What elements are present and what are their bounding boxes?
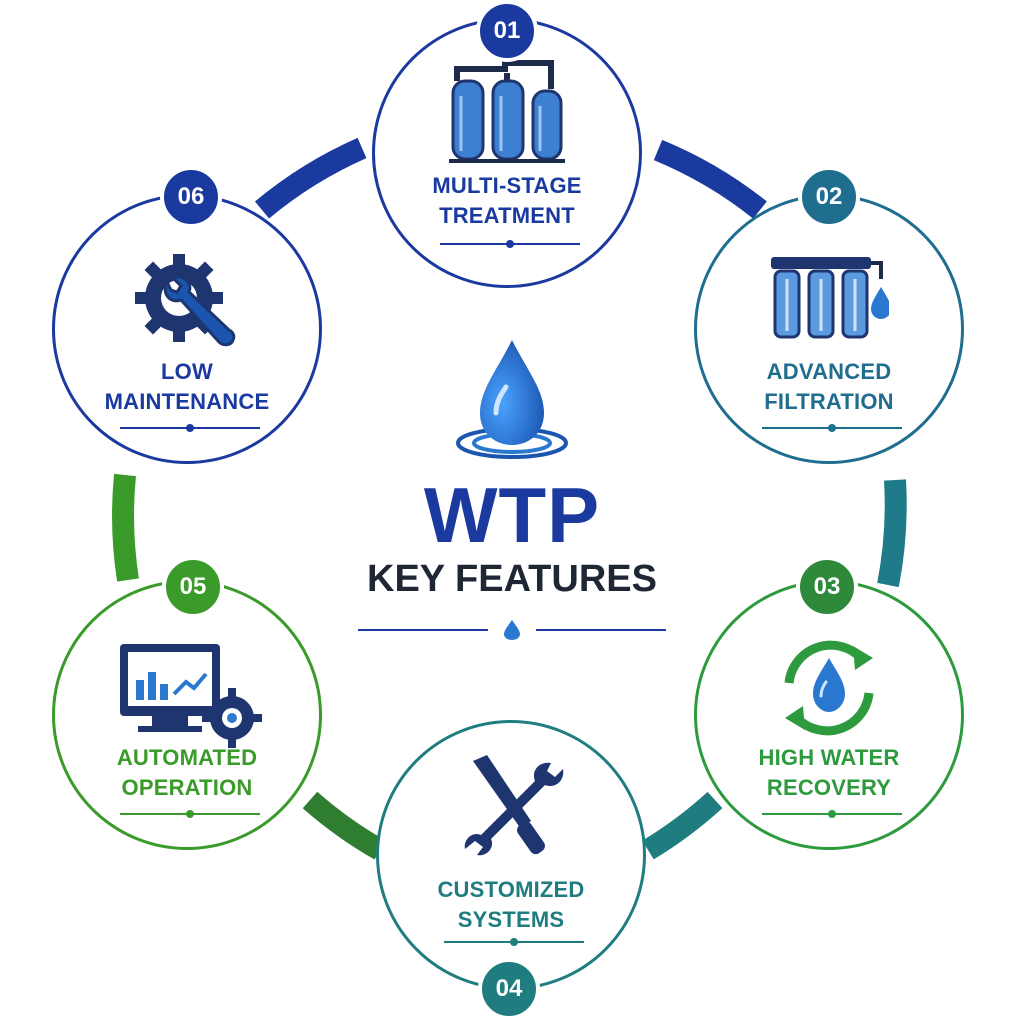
feature-label: AUTOMATED OPERATION — [116, 745, 258, 800]
badge-05: 05 — [162, 556, 224, 618]
feature-divider — [762, 424, 902, 432]
ring-arc-1-2 — [653, 139, 767, 219]
tools-icon — [451, 743, 571, 863]
feature-label: LOW MAINTENANCE — [104, 359, 270, 414]
feature-divider — [762, 810, 902, 818]
ring-arc-3-4 — [642, 791, 723, 860]
center-divider — [358, 620, 666, 640]
badge-02: 02 — [798, 166, 860, 228]
ring-arc-4-5 — [302, 791, 386, 860]
water-drop-icon — [456, 340, 568, 459]
monitor-gear-icon — [112, 638, 262, 758]
feature-label: CUSTOMIZED SYSTEMS — [437, 877, 585, 932]
filter-cartridges-icon — [769, 239, 891, 359]
feature-automated-operation: AUTOMATED OPERATION — [52, 580, 322, 850]
treatment-tanks-icon — [447, 51, 567, 171]
feature-high-water-recovery: HIGH WATER RECOVERY — [694, 580, 964, 850]
ring-arc-2-3 — [877, 479, 907, 588]
gear-wrench-icon — [127, 242, 247, 362]
feature-divider — [444, 938, 584, 946]
recycle-water-icon — [769, 628, 889, 748]
badge-01: 01 — [476, 0, 538, 62]
feature-advanced-filtration: ADVANCED FILTRATION — [694, 194, 964, 464]
feature-label: ADVANCED FILTRATION — [764, 359, 894, 414]
feature-divider — [120, 810, 260, 818]
feature-customized-systems: CUSTOMIZED SYSTEMS — [376, 720, 646, 990]
badge-06: 06 — [160, 166, 222, 228]
feature-divider — [440, 240, 580, 248]
badge-03: 03 — [796, 556, 858, 618]
center-subtitle: KEY FEATURES — [367, 558, 657, 600]
feature-label: MULTI-STAGE TREATMENT — [432, 173, 582, 228]
feature-low-maintenance: LOW MAINTENANCE — [52, 194, 322, 464]
center-title: WTP — [423, 471, 601, 559]
feature-label: HIGH WATER RECOVERY — [758, 745, 900, 800]
feature-divider — [120, 424, 260, 432]
badge-04: 04 — [478, 958, 540, 1020]
ring-arc-5-6 — [112, 473, 139, 582]
ring-arc-6-1 — [254, 137, 367, 219]
